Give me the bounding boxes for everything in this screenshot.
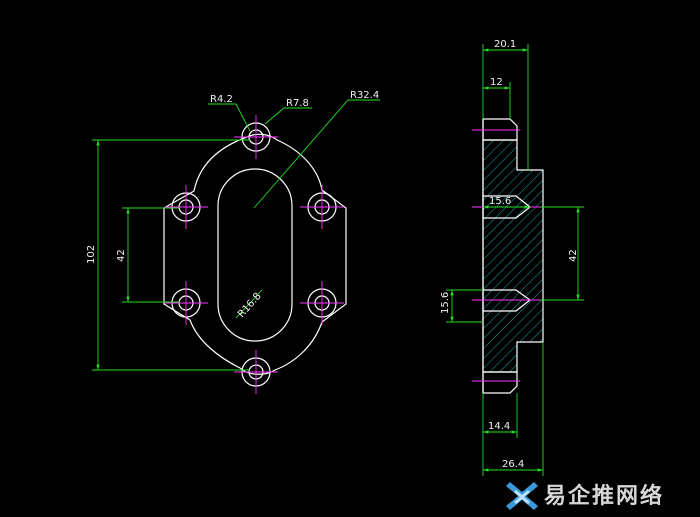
central-slot [217, 168, 293, 342]
front-dimensions [92, 99, 380, 371]
label-r7-8: R7.8 [286, 98, 309, 109]
label-r4-2: R4.2 [210, 94, 233, 105]
flange-outline [163, 133, 347, 375]
watermark: 易企推网络 [506, 482, 664, 510]
label-12: 12 [490, 77, 503, 88]
label-26-4: 26.4 [502, 459, 524, 470]
bottom-counterbore [482, 371, 518, 394]
label-r16-8: R16.8 [236, 291, 264, 320]
side-view: 20.1 12 15.6 42 15.6 14.4 26.4 [440, 39, 584, 476]
bolt-holes [171, 122, 337, 387]
watermark-logo-icon [506, 482, 538, 510]
side-dimensions [446, 44, 584, 476]
label-42-front: 42 [116, 249, 127, 262]
label-r32-4: R32.4 [350, 90, 379, 101]
section-body [482, 139, 544, 373]
front-centerlines [164, 115, 344, 394]
watermark-text: 易企推网络 [544, 483, 664, 509]
top-counterbore [482, 118, 518, 141]
label-15-6-top: 15.6 [489, 196, 511, 207]
label-102: 102 [86, 245, 97, 264]
label-14-4: 14.4 [488, 421, 510, 432]
label-15-6-left: 15.6 [440, 292, 451, 314]
label-42-side: 42 [568, 249, 579, 262]
front-view: R4.2 R7.8 R32.4 R16.8 102 42 [86, 90, 380, 394]
label-20-1: 20.1 [494, 39, 516, 50]
side-dim-labels: 20.1 12 15.6 42 15.6 14.4 26.4 [440, 39, 579, 470]
front-dim-labels: R4.2 R7.8 R32.4 R16.8 102 42 [86, 90, 379, 320]
